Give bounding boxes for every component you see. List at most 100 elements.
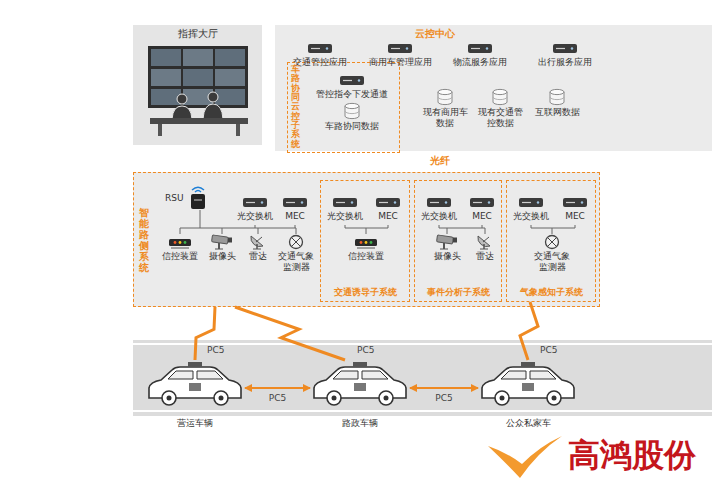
vehicle-label: 路政车辆 [342,418,378,429]
server-led [571,47,573,49]
device-item: MEC [560,194,590,222]
device-label: 现有交通管控数据 [477,107,523,129]
group-title: 云控中心 [415,28,455,40]
logo-swoosh [488,436,562,478]
camera-base [440,249,448,250]
device-label: MEC [565,211,585,222]
label-box: 光纤 [430,155,450,167]
server-led [537,201,539,203]
device-item: 现有商用车数据 [422,88,468,129]
device-item: 信控装置 [348,234,384,262]
obu-antenna [353,362,367,367]
group-box: 车路协同云控子系统 管控指令下发通道车路协同数据 [287,62,400,153]
server-slot [522,202,531,203]
radar-stand [483,244,485,249]
device-label: 光交换机 [421,211,457,222]
server-body [333,198,357,207]
rsu-label-plate [194,199,202,201]
device-label: MEC [472,211,492,222]
screen [151,89,181,105]
server-led [261,201,263,203]
radar-icon [243,234,273,250]
car-wheel [327,391,341,405]
camera-icon [432,234,462,250]
camera-base [215,249,223,250]
screen [183,69,213,86]
edge-label-box: PC5 [205,345,226,356]
operator-body [172,106,192,119]
radar-icon [470,234,500,250]
server-slot [311,48,320,49]
database-ring [550,97,564,100]
vehicle-label: 营运车辆 [177,418,213,429]
cloud-panel [275,25,712,151]
group-box: 指挥大厅 [133,25,262,145]
device-item: 互联网数据 [534,88,580,118]
device-item: 光交换机 [327,194,363,222]
server-icon [330,194,360,210]
signal-light [370,241,373,244]
device-label: 雷达 [249,251,267,262]
signal-box [355,239,377,246]
screen [215,49,245,66]
device-label: 光交换机 [327,211,363,222]
server-icon [280,194,310,210]
server-slot [336,202,345,203]
edge-label-box: PC5 [538,345,559,356]
server-slot [473,202,482,203]
server-led [486,47,488,49]
device-label: 管控指令下发通道 [316,89,388,100]
car-wheel [547,391,561,405]
group-title: 指挥大厅 [178,28,218,40]
server-slot [566,202,575,203]
server-icon [337,72,367,88]
server-icon [465,40,495,56]
screen [151,69,181,86]
database-top [345,103,359,108]
car-hub [167,396,172,401]
wifi-arc [195,191,201,193]
database-top [550,89,564,94]
device-label: MEC [285,211,305,222]
car-window [501,371,526,379]
database-ring [345,111,359,114]
server-body [376,198,400,207]
device-label: MEC [378,211,398,222]
car-hub [332,396,337,401]
signal-light [365,241,368,244]
signal-light [184,241,187,244]
roadside-panel [133,172,600,307]
rsu-body [191,194,205,209]
link-label: PC5 [267,393,288,404]
car-outline [478,360,578,408]
device-item: 雷达 [243,234,273,262]
link-label: PC5 [433,393,454,404]
road [133,340,712,416]
car-window [362,371,388,379]
server-body [340,76,364,85]
car-hub [552,396,557,401]
db-icon [430,88,460,106]
vehicle: 路政车辆 [310,360,410,429]
car-window [197,371,223,379]
server-body [470,198,494,207]
signal-light [179,241,182,244]
camera-body [212,235,229,244]
camera-body [437,235,454,244]
device-item: 车路协同数据 [325,102,379,132]
database-ring [493,97,507,100]
label-box: 高鸿股份 [568,436,696,474]
server-slot [471,48,480,49]
radar-base [253,249,261,250]
weather-icon [281,234,311,250]
device-label: RSU [165,193,184,204]
device-label: 交通管控应用 [293,57,347,68]
group-title: 车路协同云控子系统 [291,65,300,149]
desk-leg [158,124,162,136]
pc5-wireless-link [520,302,538,360]
wifi-arc [192,187,204,190]
device-label: 互联网数据 [534,107,580,118]
company-logo-text: 高鸿股份 [568,436,696,474]
car-wheel [379,391,393,405]
